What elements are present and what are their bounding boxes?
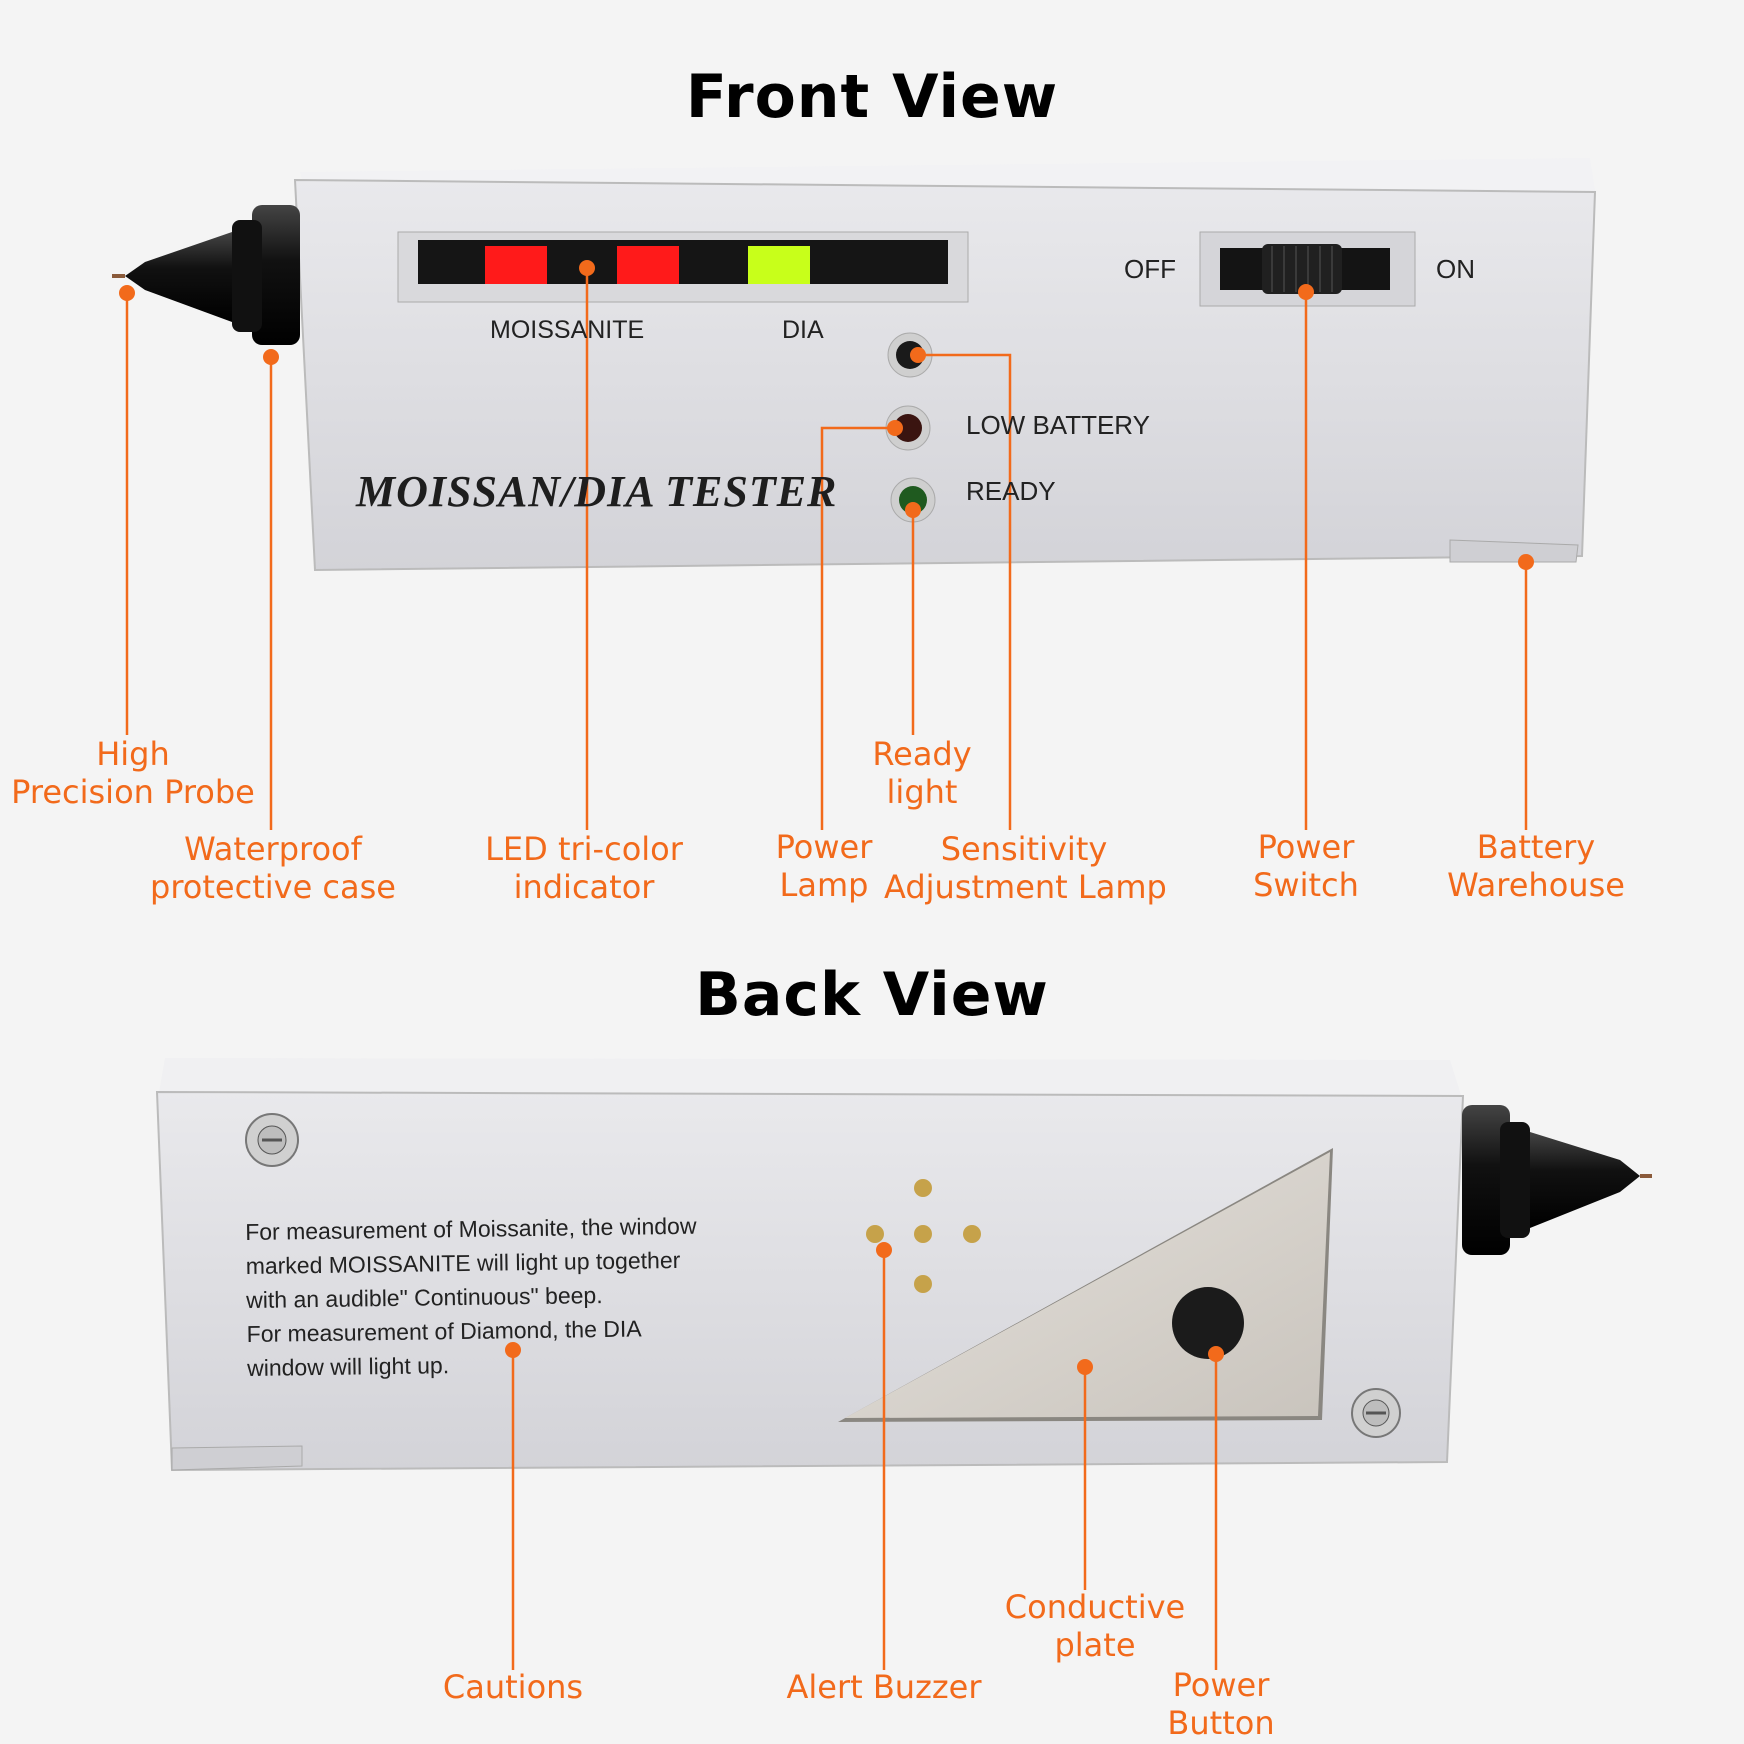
screw-top-left (245, 1113, 299, 1167)
screw-bottom-right (1351, 1388, 1401, 1438)
switch-label-on: ON (1436, 254, 1475, 284)
back-slot (171, 1445, 303, 1471)
battery-slot (1449, 539, 1579, 563)
led-label-dia: DIA (782, 316, 824, 344)
lamp-label-low-battery: LOW BATTERY (966, 410, 1150, 440)
switch-label-off: OFF (1124, 254, 1176, 284)
back-view-title: Back View (695, 960, 1049, 1030)
lamp-label-ready: READY (966, 476, 1056, 506)
caution-text: For measurement of Moissanite, the windo… (245, 1212, 697, 1381)
front-view-title: Front View (685, 62, 1059, 132)
back-top-edge (158, 1058, 1462, 1098)
callout-alert-buzzer: Alert Buzzer (786, 1668, 982, 1706)
front-probe (112, 205, 300, 345)
led-green (748, 246, 810, 284)
leader-lines (125, 268, 1528, 1670)
leader-dots (119, 260, 1534, 1375)
buzzer-holes (866, 1179, 981, 1293)
power-button (1172, 1287, 1244, 1359)
led-label-moissanite: MOISSANITE (490, 316, 645, 344)
callout-cautions: Cautions (442, 1668, 584, 1706)
led-red-2 (617, 246, 679, 284)
device-brand-text: MOISSAN/DIA TESTER (356, 467, 838, 516)
led-red-1 (485, 246, 547, 284)
front-device (112, 158, 1597, 572)
back-probe (1462, 1105, 1652, 1255)
switch-knob (1262, 244, 1342, 294)
power-lamp (894, 414, 922, 442)
